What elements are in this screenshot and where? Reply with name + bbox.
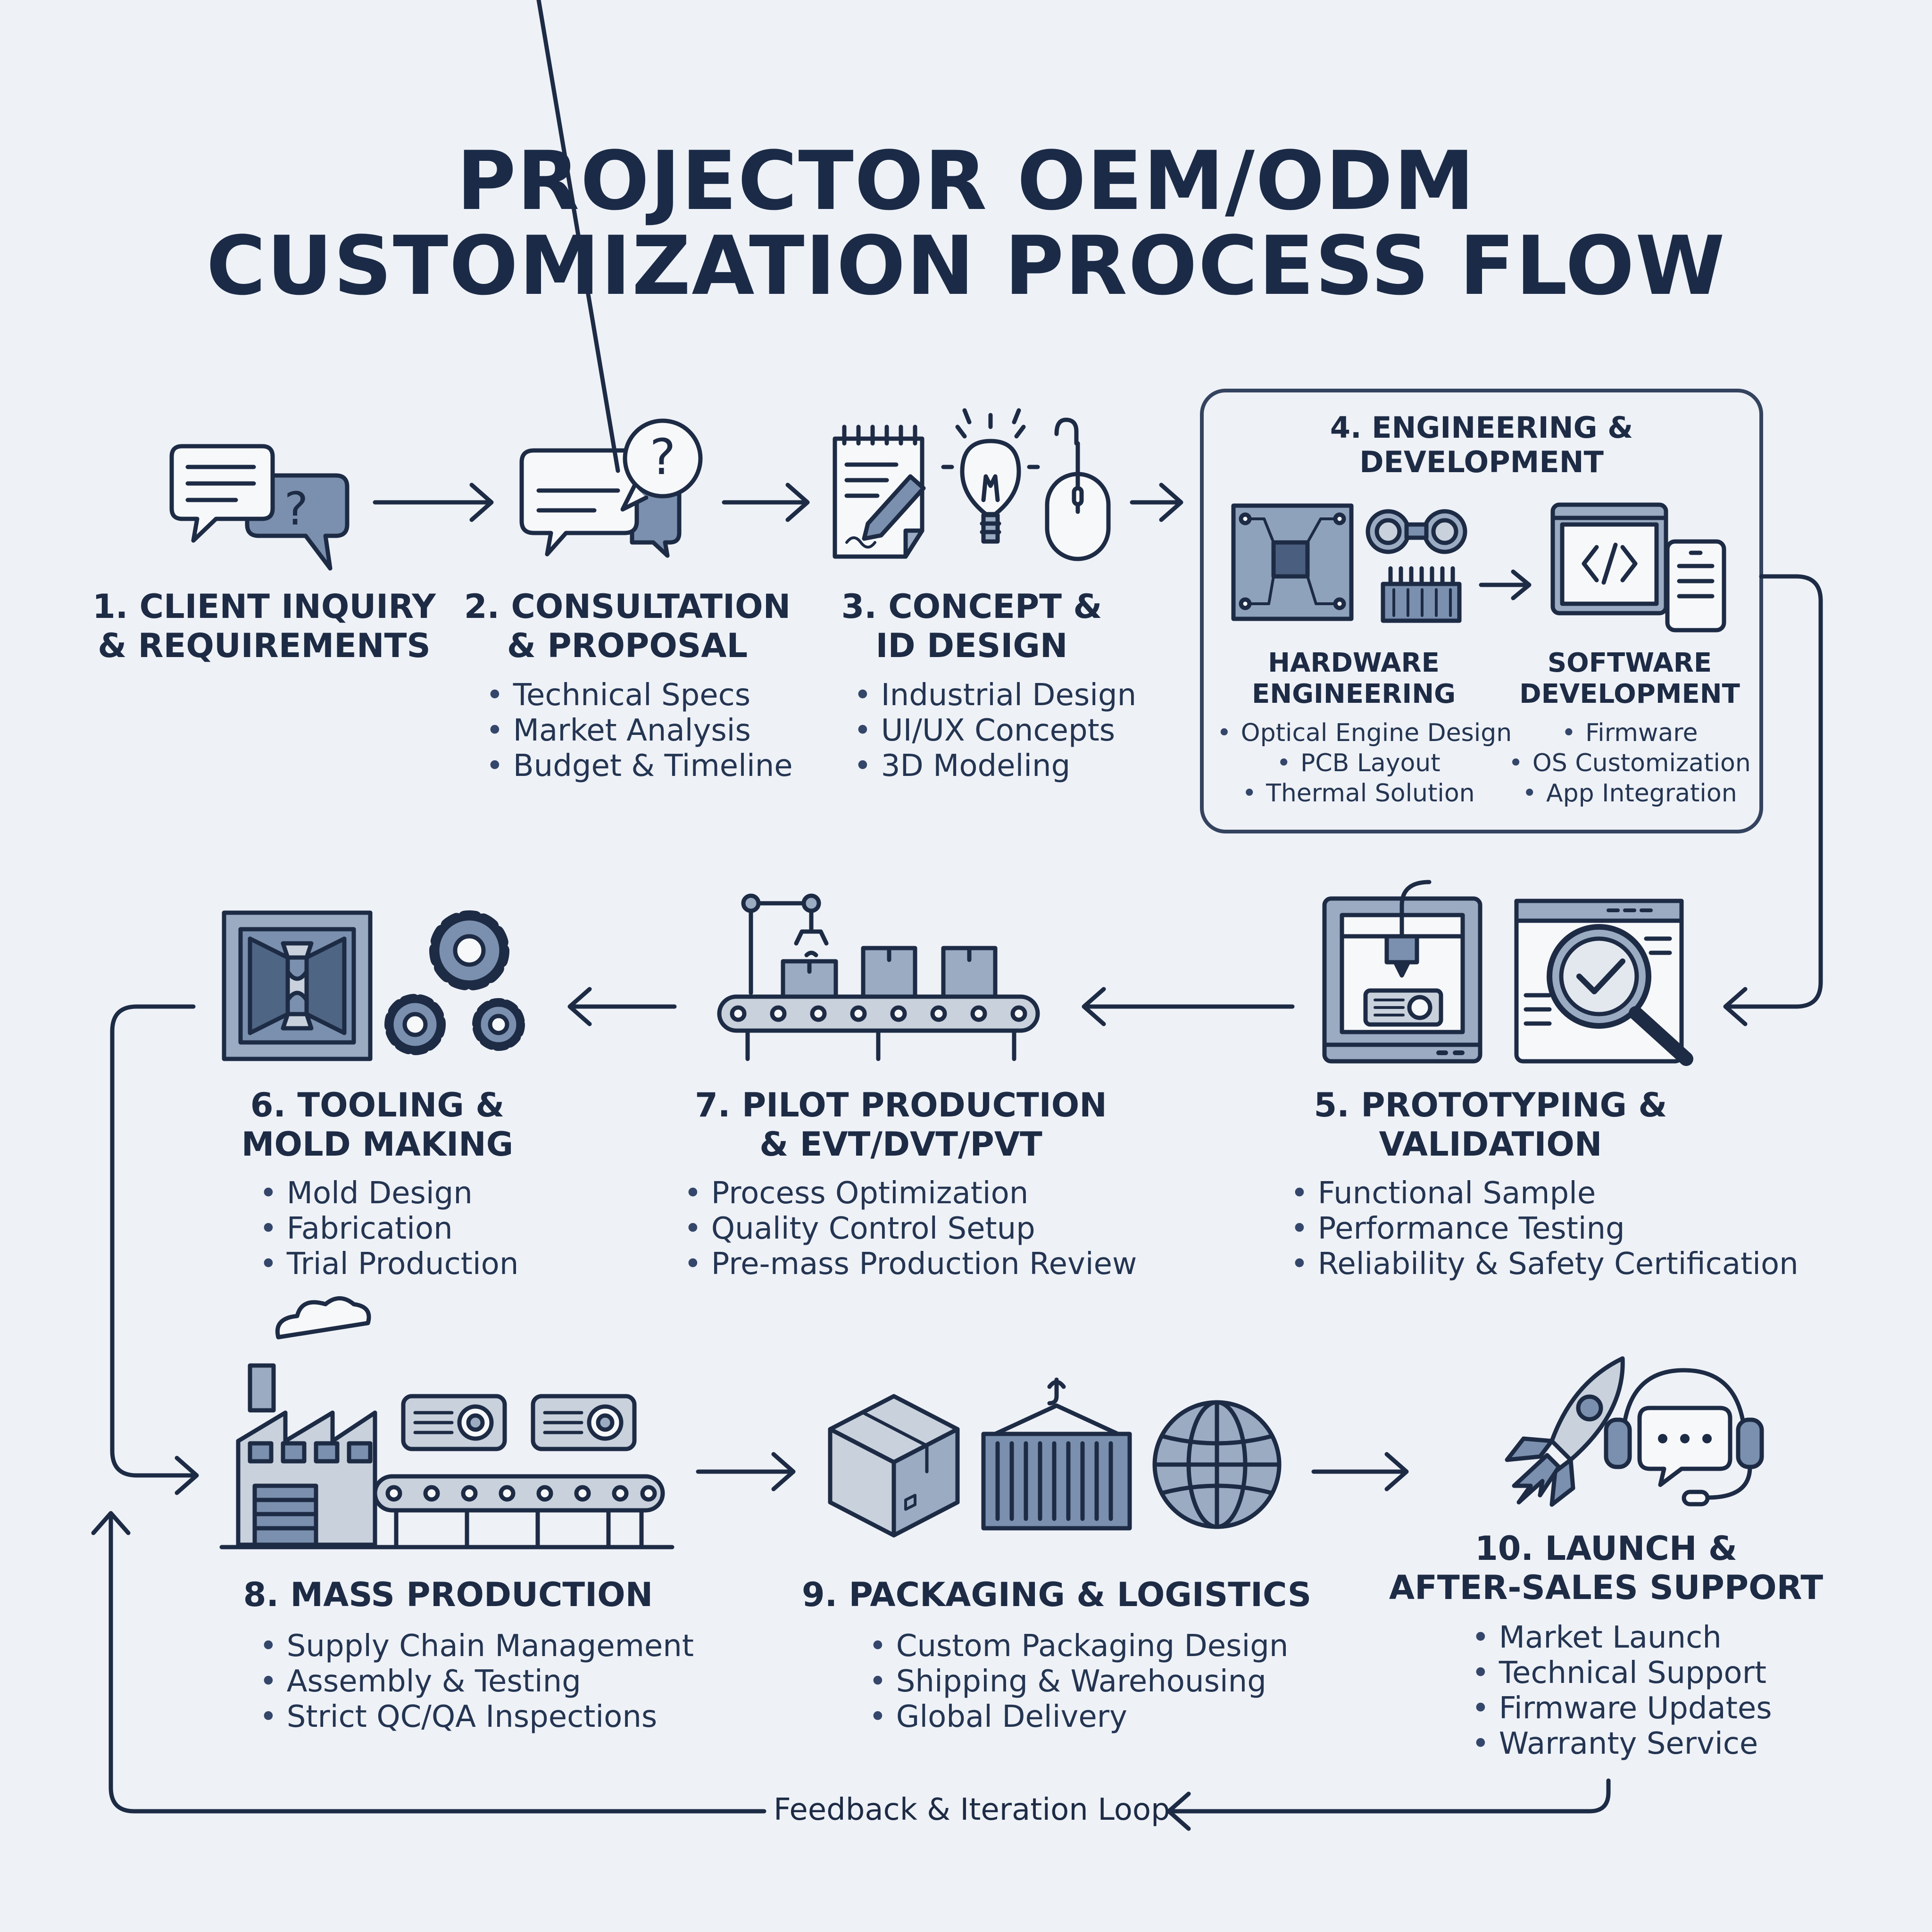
title-line-2: CUSTOMIZATION PROCESS FLOW [206,218,1726,313]
list-item: UI/UX Concepts [854,713,1136,749]
list-item: Global Delivery [869,1699,1288,1735]
lightbulb-icon [941,408,1040,544]
step-2-bullets: Technical Specs Market Analysis Budget &… [486,678,793,784]
mold-icon [222,910,373,1061]
arrow-1-to-2 [373,483,494,522]
step-3-bullets: Industrial Design UI/UX Concepts 3D Mode… [854,678,1136,784]
arrow-3-to-4 [1130,483,1183,522]
list-item: Thermal Solution [1217,778,1500,808]
list-item: 3D Modeling [854,749,1136,784]
rocket-icon [1505,1356,1625,1507]
feedback-loop-label: Feedback & Iteration Loop [774,1792,1170,1827]
arrow-8-to-9 [696,1452,796,1491]
box-icon [828,1394,960,1538]
step-7-heading: 7. PILOT PRODUCTION & EVT/DVT/PVT [695,1086,1107,1164]
arrow-5-to-7 [1082,987,1295,1026]
step-8-heading: 8. MASS PRODUCTION [243,1575,653,1614]
step-10-bullets: Market Launch Technical Support Firmware… [1472,1620,1772,1762]
mobile-device-icon [1665,539,1726,633]
inspection-magnifier-icon [1514,899,1693,1066]
list-item: Firmware Updates [1472,1691,1772,1726]
optical-lens-icon [1366,509,1467,554]
arrow-6-to-8 [110,1004,199,1495]
feedback-loop-line [91,1511,1611,1831]
list-item: PCB Layout [1217,748,1500,778]
hardware-bullets: Optical Engine Design PCB Layout Thermal… [1217,718,1512,808]
list-item: Technical Specs [486,678,793,713]
arrow-9-to-10 [1311,1452,1409,1491]
list-item: Reliability & Safety Certification [1291,1247,1799,1282]
arrow-7-to-6 [567,987,677,1026]
circuit-board-icon [1231,503,1354,621]
step-1-heading: 1. CLIENT INQUIRY & REQUIREMENTS [92,587,436,665]
list-item: Mold Design [259,1176,518,1211]
list-item: OS Customization [1498,748,1762,778]
hw-to-sw-arrow [1479,569,1532,600]
list-item: Process Optimization [684,1176,1137,1211]
step-9-bullets: Custom Packaging Design Shipping & Wareh… [869,1629,1289,1735]
list-item: Custom Packaging Design [869,1629,1289,1664]
globe-icon [1152,1400,1282,1529]
list-item: Pre-mass Production Review [684,1247,1137,1282]
step-2-heading: 2. CONSULTATION & PROPOSAL [464,587,791,665]
step-6-heading: 6. TOOLING & MOLD MAKING [241,1086,514,1164]
arrow-4-to-5 [1723,574,1823,1026]
list-item: Supply Chain Management [259,1629,694,1664]
chat-question-icon: ? [169,444,350,571]
heatsink-icon [1381,566,1462,623]
step-3-heading: 3. CONCEPT & ID DESIGN [841,587,1102,665]
arrow-2-to-3 [722,483,810,522]
sketchpad-pencil-icon [833,425,926,559]
robot-arm-conveyor-icon [717,893,1040,1061]
engineering-group-box [1200,389,1763,833]
list-item: Performance Testing [1291,1211,1799,1247]
3d-printer-icon [1322,880,1482,1064]
step-5-bullets: Functional Sample Performance Testing Re… [1291,1176,1799,1282]
step-5-heading: 5. PROTOTYPING & VALIDATION [1314,1086,1667,1164]
code-window-icon [1550,502,1668,616]
step-6-bullets: Mold Design Fabrication Trial Production [259,1176,519,1282]
step-4-heading: 4. ENGINEERING & DEVELOPMENT [1330,410,1633,480]
step-9-heading: 9. PACKAGING & LOGISTICS [801,1575,1312,1614]
software-development-heading: SOFTWARE DEVELOPMENT [1519,648,1740,710]
svg-text:?: ? [284,483,308,535]
chat-question-icon: ? [519,0,703,558]
svg-text:?: ? [650,428,675,486]
list-item: Functional Sample [1291,1176,1799,1211]
list-item: Shipping & Warehousing [869,1664,1288,1699]
headset-chat-icon [1604,1368,1764,1507]
list-item: Market Launch [1472,1620,1772,1656]
conveyor-projectors-icon [373,1394,665,1549]
step-10-heading: 10. LAUNCH & AFTER-SALES SUPPORT [1389,1529,1824,1607]
software-bullets: Firmware OS Customization App Integratio… [1498,718,1762,808]
title-line-1: PROJECTOR OEM/ODM [456,133,1476,228]
step-7-bullets: Process Optimization Quality Control Set… [684,1176,1137,1282]
list-item: Strict QC/QA Inspections [259,1699,694,1735]
list-item: Assembly & Testing [259,1664,694,1699]
list-item: Fabrication [259,1211,518,1247]
list-item: Market Analysis [486,713,793,749]
gears-icon [384,910,525,1055]
list-item: Technical Support [1472,1656,1772,1691]
list-item: Budget & Timeline [486,749,793,784]
list-item: Quality Control Setup [684,1211,1137,1247]
list-item: Warranty Service [1472,1726,1772,1762]
list-item: App Integration [1498,778,1762,808]
hardware-engineering-heading: HARDWARE ENGINEERING [1251,648,1456,710]
mouse-icon [1045,417,1111,561]
list-item: Industrial Design [854,678,1136,713]
list-item: Firmware [1498,718,1762,748]
list-item: Trial Production [259,1247,519,1282]
list-item: Optical Engine Design [1217,718,1512,748]
step-8-bullets: Supply Chain Management Assembly & Testi… [259,1629,694,1735]
shipping-container-icon [981,1377,1132,1531]
